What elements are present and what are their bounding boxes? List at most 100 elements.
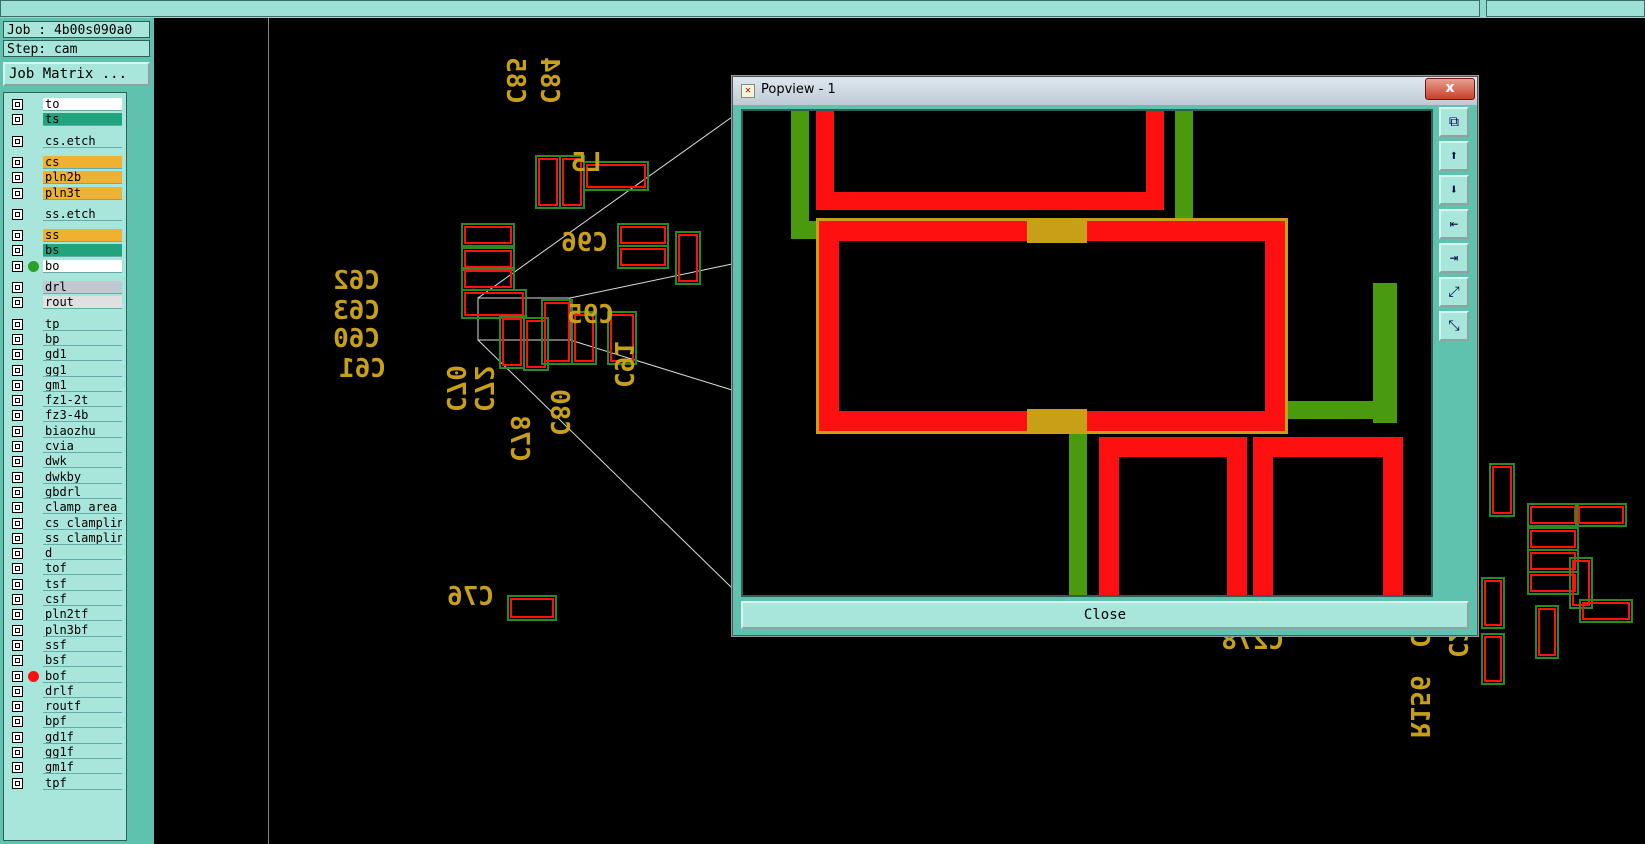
layer-label[interactable]: bs — [43, 244, 122, 258]
layer-row-bp[interactable]: bp — [6, 332, 126, 347]
layer-row-gd1[interactable]: gd1 — [6, 347, 126, 362]
layer-row-tpf[interactable]: tpf — [6, 776, 126, 791]
layer-checkbox[interactable] — [12, 609, 23, 621]
layer-row-drlf[interactable]: drlf — [6, 684, 126, 699]
layer-label[interactable]: drl — [43, 281, 122, 294]
layer-row-bsf[interactable]: bsf — [6, 653, 126, 668]
layer-checkbox[interactable] — [12, 731, 23, 743]
layer-label[interactable]: bof — [43, 669, 122, 683]
layer-label[interactable]: to — [43, 98, 122, 111]
layer-row-bo[interactable]: bo — [6, 259, 126, 274]
layer-label[interactable]: d — [43, 547, 122, 561]
layer-checkbox[interactable] — [12, 578, 23, 590]
layer-label[interactable]: fz3-4b — [43, 409, 122, 423]
layer-checkbox[interactable] — [12, 517, 23, 529]
layer-checkbox[interactable] — [12, 245, 23, 257]
layer-label[interactable]: gbdrl — [43, 485, 122, 499]
layer-checkbox[interactable] — [12, 701, 23, 713]
layer-row-ts[interactable]: ts — [6, 112, 126, 127]
layer-label[interactable]: cs — [43, 155, 122, 169]
layer-label[interactable]: rout — [43, 296, 122, 310]
layer-checkbox[interactable] — [12, 685, 23, 697]
layer-checkbox[interactable] — [12, 655, 23, 667]
layer-checkbox[interactable] — [12, 456, 23, 468]
layer-row-to[interactable]: to — [6, 97, 126, 112]
layer-label[interactable]: fz1-2t — [43, 394, 122, 408]
close-icon[interactable]: x — [1425, 78, 1475, 100]
layer-checkbox[interactable] — [12, 594, 23, 605]
layer-row-gbdrl[interactable]: gbdrl — [6, 485, 126, 500]
layer-row-dwkby[interactable]: dwkby — [6, 470, 126, 485]
layer-checkbox[interactable] — [12, 639, 23, 651]
layer-label[interactable]: pln2b — [43, 171, 122, 185]
layer-row-tsf[interactable]: tsf — [6, 577, 126, 592]
layer-row-pln2tf[interactable]: pln2tf — [6, 607, 126, 622]
fit-icon[interactable]: ⧉ — [1439, 107, 1469, 137]
layer-label[interactable]: tof — [43, 562, 122, 576]
layer-label[interactable]: routf — [43, 700, 122, 714]
layer-label[interactable]: cvia — [43, 440, 122, 453]
layer-checkbox[interactable] — [12, 563, 23, 575]
layer-label[interactable]: ssf — [43, 638, 122, 652]
layer-label[interactable]: ss.etch — [43, 207, 122, 221]
layer-row-bs[interactable]: bs — [6, 243, 126, 258]
layer-row-cs-clampline[interactable]: cs_clampline — [6, 516, 126, 531]
layer-checkbox[interactable] — [12, 410, 23, 422]
layer-label[interactable]: gg1 — [43, 363, 122, 377]
layer-checkbox[interactable] — [12, 114, 23, 126]
layer-label[interactable]: csf — [43, 593, 122, 606]
layer-row-biaozhu[interactable]: biaozhu — [6, 424, 126, 439]
layer-row-cvia[interactable]: cvia — [6, 439, 126, 454]
layer-label[interactable]: dwk — [43, 455, 122, 469]
layer-label[interactable]: tpf — [43, 776, 122, 790]
layer-row-tp[interactable]: tp — [6, 317, 126, 332]
layer-row-ssf[interactable]: ssf — [6, 638, 126, 653]
layer-row-d[interactable]: d — [6, 546, 126, 561]
job-matrix-button[interactable]: Job Matrix ... — [3, 62, 150, 86]
layer-checkbox[interactable] — [12, 716, 23, 728]
layer-row-gd1f[interactable]: gd1f — [6, 730, 126, 745]
layer-label[interactable]: gm1 — [43, 378, 122, 392]
layer-label[interactable]: biaozhu — [43, 424, 122, 438]
zoom-in-icon[interactable]: ⬆ — [1439, 141, 1469, 171]
layer-row-ss[interactable]: ss — [6, 228, 126, 243]
layer-label[interactable]: ts — [43, 113, 122, 127]
popview-titlebar[interactable]: ✕ Popview - 1 x — [733, 77, 1477, 105]
layer-checkbox[interactable] — [12, 532, 23, 544]
pan-left-icon[interactable]: ⇤ — [1439, 209, 1469, 239]
layer-label[interactable]: gm1f — [43, 761, 122, 775]
popview-close-button[interactable]: Close — [741, 601, 1469, 629]
layer-row-dwk[interactable]: dwk — [6, 454, 126, 469]
layer-row-cs-etch[interactable]: cs.etch — [6, 134, 126, 149]
layer-row-cs[interactable]: cs — [6, 155, 126, 170]
layer-checkbox[interactable] — [12, 318, 23, 330]
layer-checkbox[interactable] — [12, 297, 23, 309]
layer-row-fz3-4b[interactable]: fz3-4b — [6, 408, 126, 423]
layer-label[interactable]: gd1f — [43, 730, 122, 744]
layer-checkbox[interactable] — [12, 333, 23, 345]
layer-row-routf[interactable]: routf — [6, 699, 126, 714]
layer-checkbox[interactable] — [12, 395, 23, 407]
pan-right-icon[interactable]: ⇥ — [1439, 243, 1469, 273]
layer-checkbox[interactable] — [12, 441, 23, 452]
layer-checkbox[interactable] — [12, 187, 23, 199]
command-bar[interactable] — [0, 0, 1480, 17]
layer-label[interactable]: gd1 — [43, 348, 122, 362]
layer-checkbox[interactable] — [12, 282, 23, 293]
layer-checkbox[interactable] — [12, 502, 23, 514]
layer-checkbox[interactable] — [12, 260, 23, 272]
layer-checkbox[interactable] — [12, 208, 23, 220]
layer-row-csf[interactable]: csf — [6, 592, 126, 607]
layer-label[interactable]: clamp_area — [43, 501, 122, 515]
layer-label[interactable]: tp — [43, 317, 122, 331]
layer-checkbox[interactable] — [12, 762, 23, 774]
layer-label[interactable]: ss_clampline — [43, 531, 122, 545]
layer-checkbox[interactable] — [12, 548, 23, 560]
layer-label[interactable]: pln3t — [43, 186, 122, 200]
layer-row-pln3bf[interactable]: pln3bf — [6, 623, 126, 638]
layer-label[interactable]: pln3bf — [43, 623, 122, 637]
layer-row-gg1[interactable]: gg1 — [6, 363, 126, 378]
layer-row-tof[interactable]: tof — [6, 561, 126, 576]
layer-row-gm1f[interactable]: gm1f — [6, 760, 126, 775]
layer-label[interactable]: cs_clampline — [43, 516, 122, 530]
